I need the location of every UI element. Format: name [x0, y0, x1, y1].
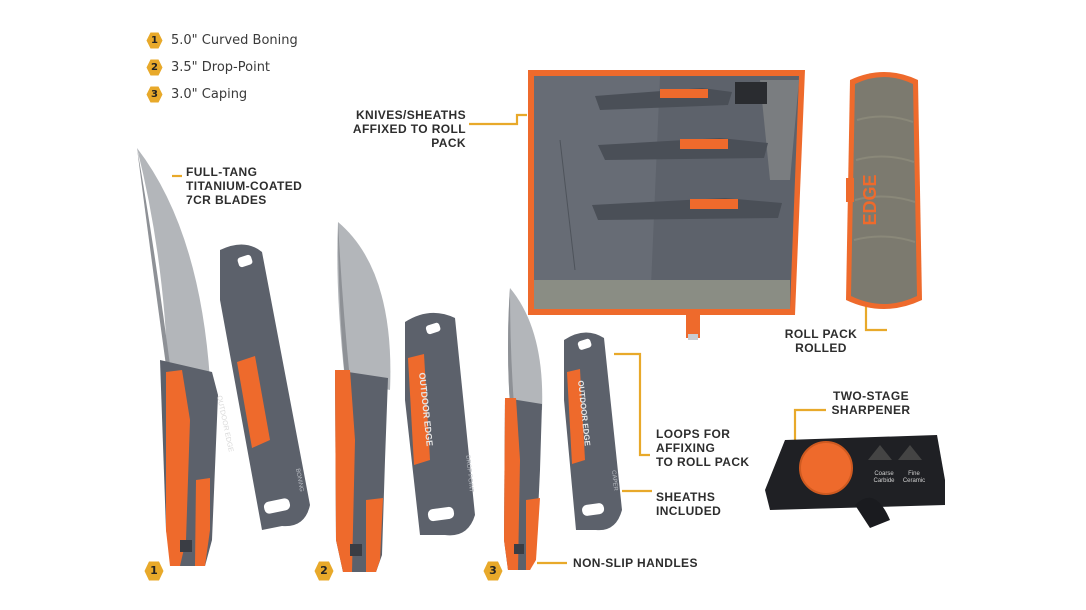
legend-badge-1: 1 — [146, 32, 163, 49]
leader-lines — [172, 113, 887, 565]
callout-non-slip: NON-SLIP HANDLES — [573, 556, 698, 570]
legend-item-3: 3 3.0" Caping — [146, 84, 247, 104]
knife-3 — [504, 288, 543, 570]
sheath-1 — [220, 244, 310, 530]
two-stage-sharpener: Coarse Carbide Fine Ceramic — [765, 435, 945, 528]
coarse-label: Coarse — [874, 471, 894, 477]
legend-text-3: 3.0" Caping — [171, 86, 248, 102]
knife-2 — [335, 222, 391, 572]
legend-text-1: 5.0" Curved Boning — [171, 32, 298, 48]
roll-pack-rolled: EDGE — [846, 72, 922, 309]
callout-knives-sheaths: KNIVES/SHEATHS AFFIXED TO ROLL PACK — [352, 108, 466, 150]
callout-roll-pack-rolled: ROLL PACK ROLLED — [784, 327, 858, 355]
knife-badge-2: 2 — [314, 561, 334, 581]
legend-badge-2: 2 — [146, 59, 163, 76]
knife-badge-1: 1 — [144, 561, 164, 581]
callout-full-tang: FULL-TANG TITANIUM-COATED 7CR BLADES — [186, 165, 303, 207]
svg-text:Ceramic: Ceramic — [903, 478, 925, 484]
roll-brand: EDGE — [860, 174, 880, 225]
legend-text-2: 3.5" Drop-Point — [171, 59, 271, 75]
sheath-2 — [405, 312, 475, 536]
legend-item-2: 2 3.5" Drop-Point — [146, 57, 270, 77]
legend-badge-3: 3 — [146, 86, 163, 103]
knife-1 — [137, 148, 218, 566]
callout-sheaths-included: SHEATHS INCLUDED — [656, 490, 722, 518]
legend-item-1: 1 5.0" Curved Boning — [146, 30, 298, 50]
svg-text:Carbide: Carbide — [873, 478, 895, 484]
sheath-3 — [564, 332, 622, 531]
callout-loops: LOOPS FOR AFFIXING TO ROLL PACK — [656, 427, 750, 469]
callout-two-stage: TWO-STAGE SHARPENER — [831, 389, 911, 417]
fine-label: Fine — [908, 471, 920, 477]
knife-badge-3: 3 — [483, 561, 503, 581]
roll-pack-open — [528, 70, 805, 340]
